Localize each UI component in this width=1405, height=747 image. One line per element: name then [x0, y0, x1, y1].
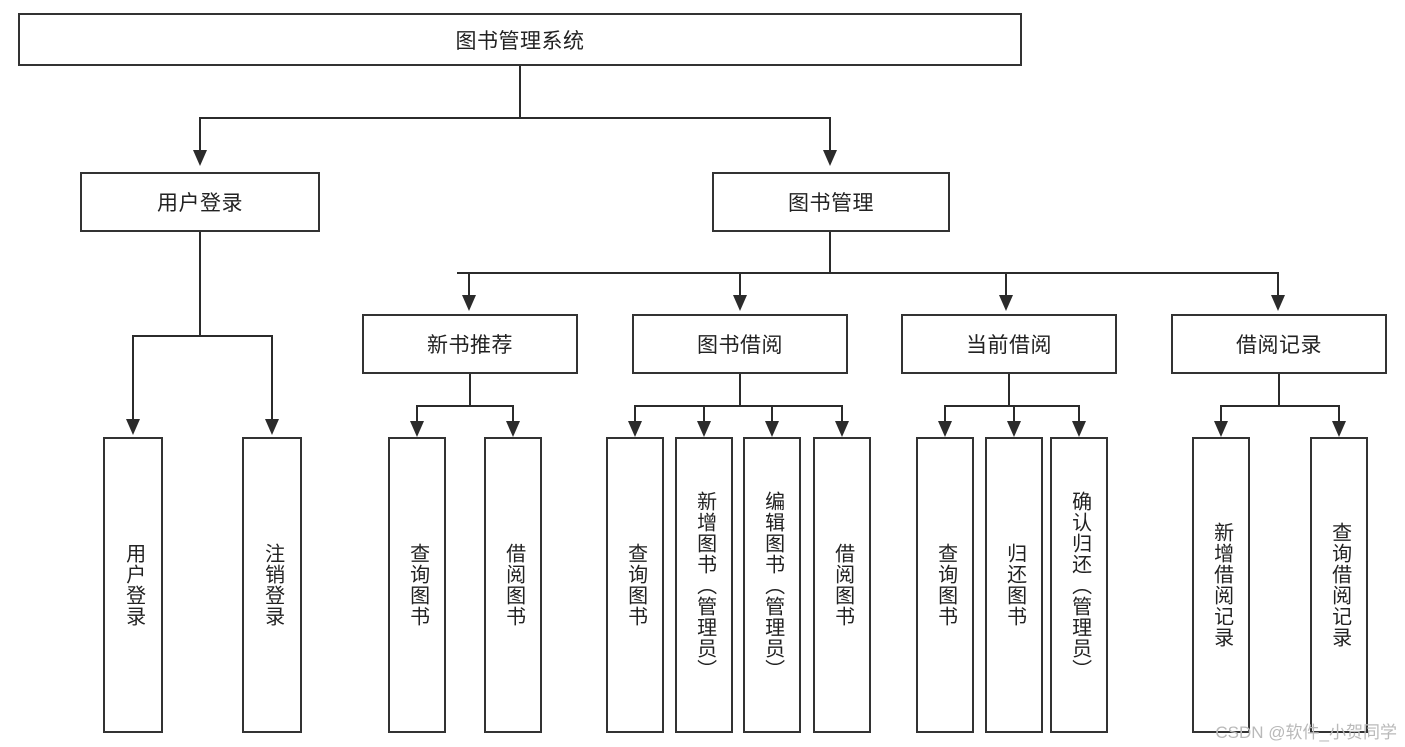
edge-current-borrow-stem: [1008, 374, 1010, 406]
node-label: 借阅图书: [831, 543, 854, 627]
arrow-bm-to-new-book: [462, 295, 476, 311]
arrow-new-book-to-leaf-2: [506, 421, 520, 437]
leaf-confirm-return-admin[interactable]: 确认归还（管理员）: [1050, 437, 1108, 733]
leaf-borrow-book[interactable]: 借阅图书: [813, 437, 871, 733]
arrow-root-to-book-management: [823, 150, 837, 166]
leaf-return-book[interactable]: 归还图书: [985, 437, 1043, 733]
edge-book-borrow-to-leaf-1: [634, 405, 636, 423]
node-current-borrow[interactable]: 当前借阅: [901, 314, 1117, 374]
node-label: 图书借阅: [697, 334, 783, 357]
node-label: 查询图书: [406, 543, 429, 627]
leaf-borrow-book-recommend[interactable]: 借阅图书: [484, 437, 542, 733]
leaf-query-borrow-record[interactable]: 查询借阅记录: [1310, 437, 1368, 733]
edge-book-borrow-to-leaf-4: [841, 405, 843, 423]
node-user-login[interactable]: 用户登录: [80, 172, 320, 232]
edge-user-login-bus: [132, 335, 271, 337]
edge-book-management-bus: [457, 272, 1279, 274]
edge-book-borrow-to-leaf-2: [703, 405, 705, 423]
arrow-user-login-to-leaf-1: [126, 419, 140, 435]
arrow-book-borrow-to-leaf-3: [765, 421, 779, 437]
node-root-book-management-system[interactable]: 图书管理系统: [18, 13, 1022, 66]
node-label: 图书管理: [788, 192, 874, 215]
edge-current-borrow-bus: [944, 405, 1078, 407]
edge-new-book-to-leaf-1: [416, 405, 418, 423]
node-label: 借阅记录: [1236, 334, 1322, 357]
edge-new-book-stem: [469, 374, 471, 406]
arrow-book-borrow-to-leaf-2: [697, 421, 711, 437]
node-label: 编辑图书（管理员）: [761, 490, 784, 680]
node-new-book-recommend[interactable]: 新书推荐: [362, 314, 578, 374]
edge-book-borrow-bus: [634, 405, 843, 407]
leaf-query-book-current[interactable]: 查询图书: [916, 437, 974, 733]
edge-borrow-record-stem: [1278, 374, 1280, 406]
node-label: 新书推荐: [427, 334, 513, 357]
edge-new-book-bus: [416, 405, 514, 407]
leaf-query-book-recommend[interactable]: 查询图书: [388, 437, 446, 733]
node-label: 用户登录: [157, 192, 243, 215]
arrow-user-login-to-leaf-2: [265, 419, 279, 435]
leaf-add-borrow-record[interactable]: 新增借阅记录: [1192, 437, 1250, 733]
edge-user-login-to-leaf-1: [132, 335, 134, 421]
leaf-edit-book-admin[interactable]: 编辑图书（管理员）: [743, 437, 801, 733]
arrow-bm-to-current-borrow: [999, 295, 1013, 311]
arrow-current-borrow-to-leaf-3: [1072, 421, 1086, 437]
edge-current-borrow-to-leaf-1: [944, 405, 946, 423]
node-label: 查询图书: [624, 543, 647, 627]
node-book-borrow[interactable]: 图书借阅: [632, 314, 848, 374]
edge-borrow-record-to-leaf-2: [1338, 405, 1340, 423]
edge-current-borrow-to-leaf-3: [1078, 405, 1080, 423]
edge-borrow-record-bus: [1220, 405, 1339, 407]
leaf-user-login[interactable]: 用户登录: [103, 437, 163, 733]
edge-book-borrow-to-leaf-3: [771, 405, 773, 423]
node-label: 确认归还（管理员）: [1068, 490, 1091, 680]
arrow-bm-to-borrow-record: [1271, 295, 1285, 311]
edge-root-to-user-login: [199, 117, 201, 153]
edge-root-bus: [199, 117, 831, 119]
edge-bm-to-current-borrow: [1005, 272, 1007, 297]
node-borrow-record[interactable]: 借阅记录: [1171, 314, 1387, 374]
edge-user-login-stem: [199, 232, 201, 336]
edge-root-stem: [519, 66, 521, 118]
node-label: 借阅图书: [502, 543, 525, 627]
csdn-watermark: CSDN @软件_小贺同学: [1215, 723, 1397, 742]
edge-bm-to-book-borrow: [739, 272, 741, 297]
node-label: 注销登录: [261, 543, 284, 627]
node-book-management[interactable]: 图书管理: [712, 172, 950, 232]
node-label: 新增图书（管理员）: [693, 490, 716, 680]
edge-book-management-stem: [829, 232, 831, 273]
node-label: 新增借阅记录: [1210, 522, 1233, 648]
edge-user-login-to-leaf-2: [271, 335, 273, 421]
arrow-bm-to-book-borrow: [733, 295, 747, 311]
edge-book-borrow-stem: [739, 374, 741, 406]
edge-new-book-to-leaf-2: [512, 405, 514, 423]
arrow-borrow-record-to-leaf-2: [1332, 421, 1346, 437]
arrow-root-to-user-login: [193, 150, 207, 166]
edge-current-borrow-to-leaf-2: [1013, 405, 1015, 423]
arrow-book-borrow-to-leaf-1: [628, 421, 642, 437]
arrow-book-borrow-to-leaf-4: [835, 421, 849, 437]
arrow-current-borrow-to-leaf-1: [938, 421, 952, 437]
edge-root-to-book-management: [829, 117, 831, 153]
edge-bm-to-new-book: [468, 272, 470, 297]
node-label: 归还图书: [1003, 543, 1026, 627]
node-label: 当前借阅: [966, 334, 1052, 357]
arrow-new-book-to-leaf-1: [410, 421, 424, 437]
leaf-add-book-admin[interactable]: 新增图书（管理员）: [675, 437, 733, 733]
leaf-query-book-borrow[interactable]: 查询图书: [606, 437, 664, 733]
arrow-borrow-record-to-leaf-1: [1214, 421, 1228, 437]
node-label: 查询借阅记录: [1328, 522, 1351, 648]
edge-bm-to-borrow-record: [1277, 272, 1279, 297]
node-label: 查询图书: [934, 543, 957, 627]
node-label: 图书管理系统: [455, 29, 585, 53]
node-label: 用户登录: [122, 543, 145, 627]
leaf-logout[interactable]: 注销登录: [242, 437, 302, 733]
arrow-current-borrow-to-leaf-2: [1007, 421, 1021, 437]
edge-borrow-record-to-leaf-1: [1220, 405, 1222, 423]
